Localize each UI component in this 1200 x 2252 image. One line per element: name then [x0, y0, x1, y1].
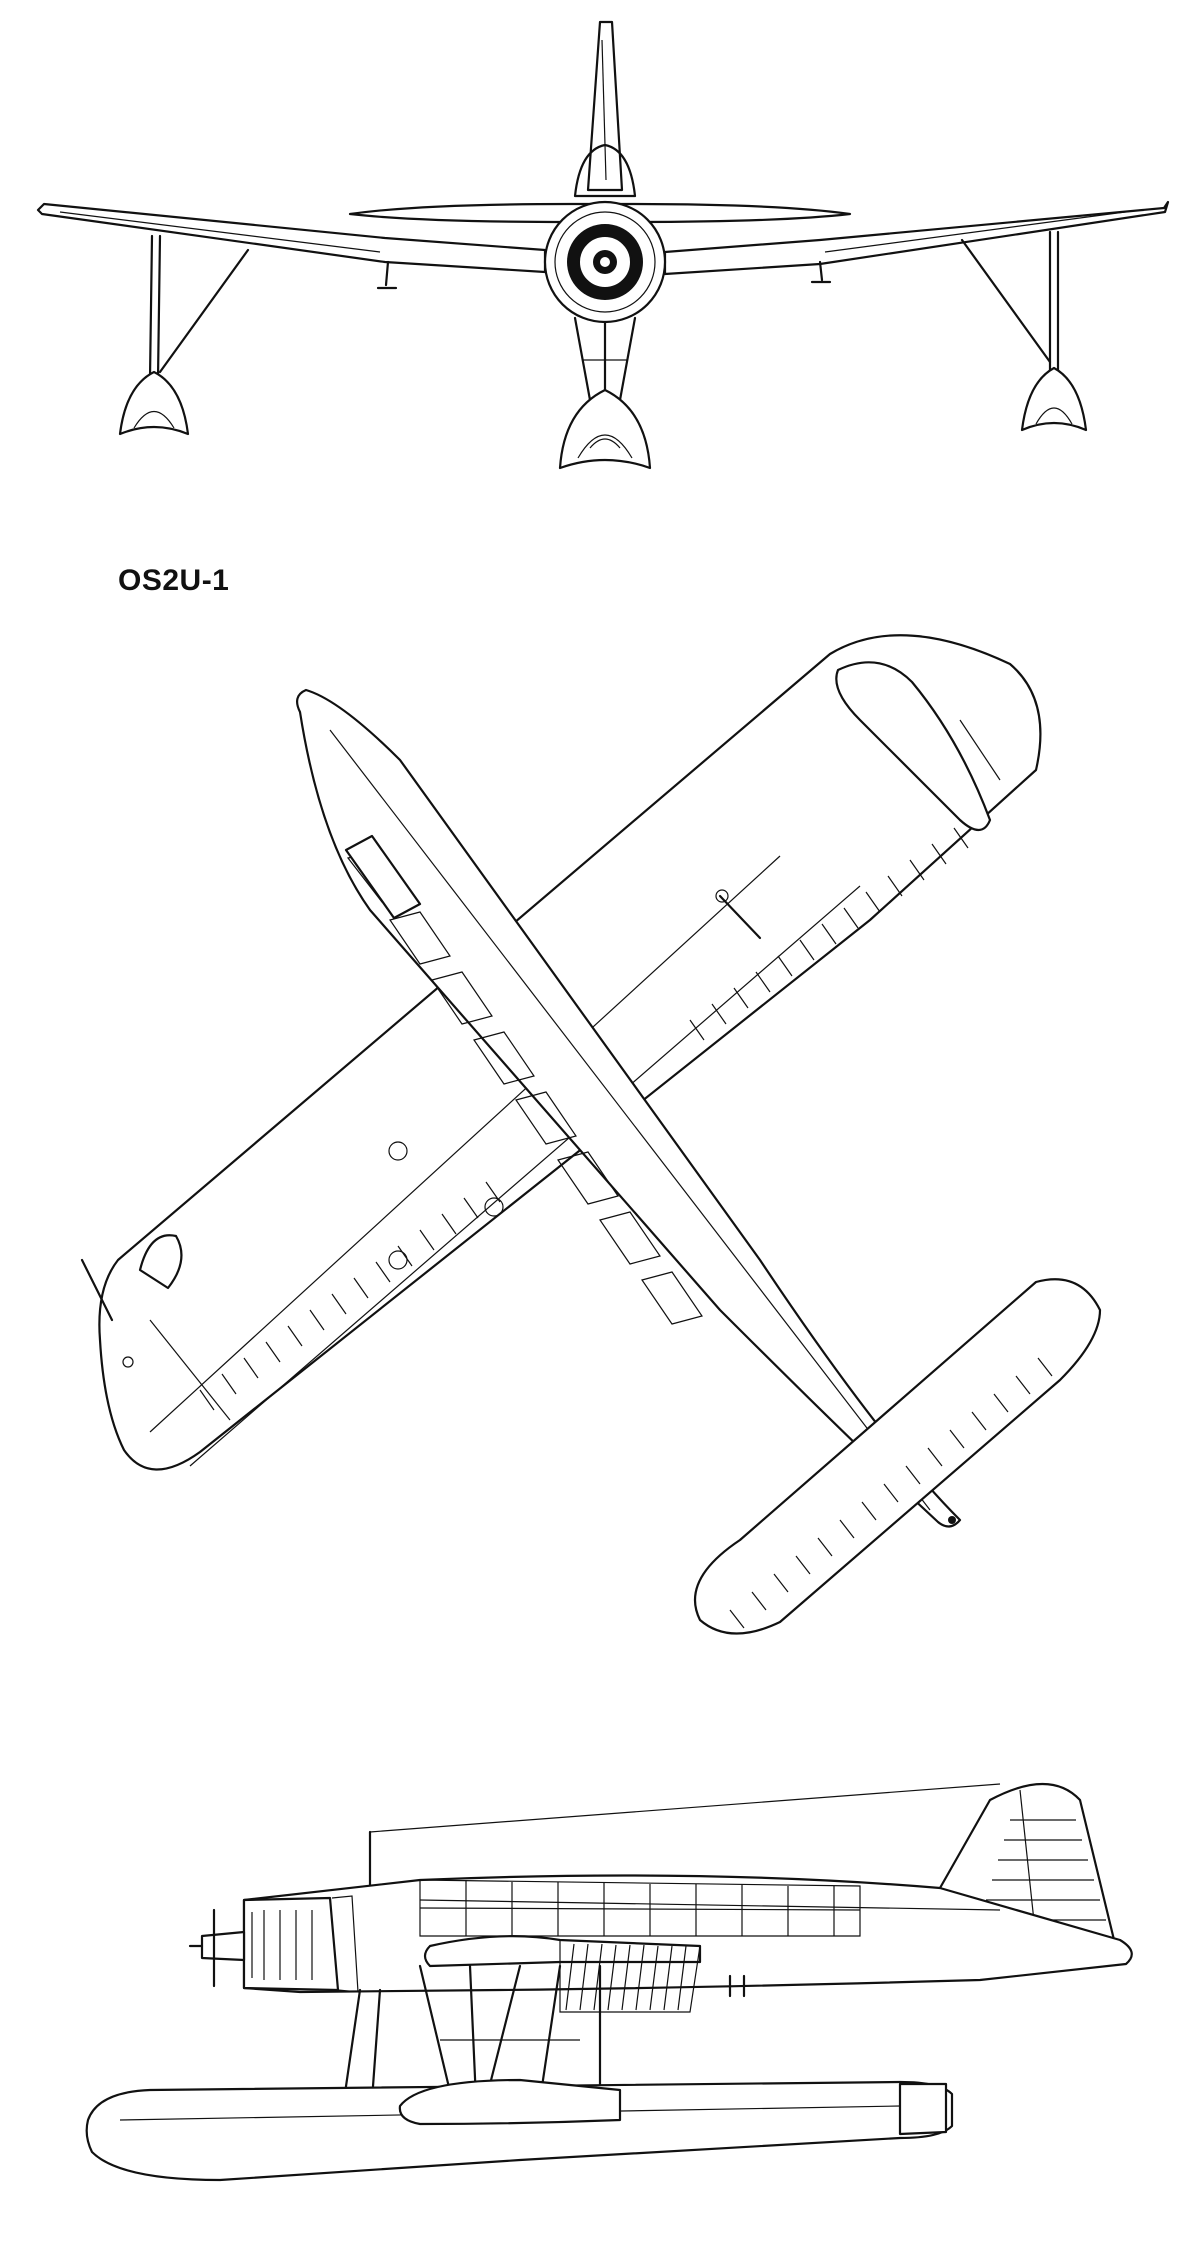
top-view [0, 620, 1200, 1660]
aircraft-designation-label: OS2U-1 [118, 564, 230, 597]
side-view-drawing [85, 1783, 1133, 2182]
front-view-drawing [36, 20, 1170, 470]
front-view [0, 0, 1200, 490]
top-view-drawing [80, 634, 1102, 1635]
side-view [0, 1740, 1200, 2240]
